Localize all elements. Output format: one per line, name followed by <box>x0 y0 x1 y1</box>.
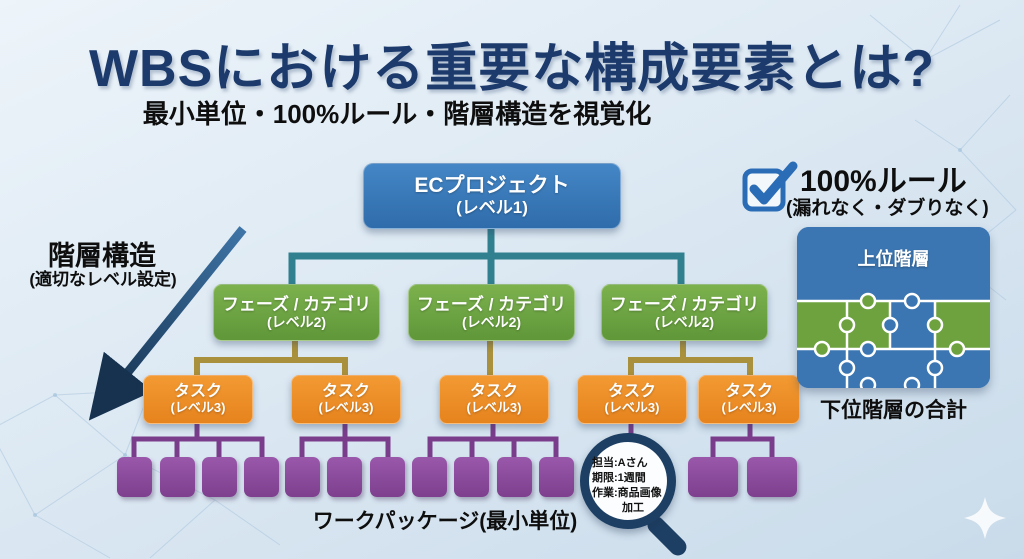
node-title: タスク <box>469 382 518 400</box>
page-subtitle: 最小単位・100%ルール・階層構造を視覚化 <box>142 99 652 129</box>
magnifier-line-deadline: 期限:1週間 <box>592 472 646 484</box>
node-title: ECプロジェクト <box>414 174 570 198</box>
node-project-level1: ECプロジェクト (レベル1) <box>363 163 621 229</box>
node-level: (レベル3) <box>170 400 226 416</box>
node-level: (レベル2) <box>654 314 715 331</box>
hierarchy-subtitle: (適切なレベル設定) <box>29 270 177 289</box>
node-task-3: タスク (レベル3) <box>439 375 549 424</box>
rule-title: 100%ルール <box>800 165 967 198</box>
checkbox-icon <box>742 161 798 212</box>
work-package <box>160 457 195 497</box>
node-title: タスク <box>724 382 773 400</box>
connector-level3-workpackages <box>131 422 775 458</box>
magnifier-line-work: 作業:商品画像 <box>592 487 662 499</box>
page-title: WBSにおける重要な構成要素とは? <box>88 40 936 98</box>
node-title: フェーズ / カテゴリ <box>609 294 760 314</box>
puzzle-card: 上位階層 <box>797 227 990 388</box>
node-title: タスク <box>173 382 222 400</box>
node-task-5: タスク (レベル3) <box>698 375 800 424</box>
node-level: (レベル3) <box>466 400 522 416</box>
work-package <box>202 457 237 497</box>
node-task-4: タスク (レベル3) <box>577 375 687 424</box>
magnifier-line-assignee: 担当:Aさん <box>592 457 648 469</box>
node-level: (レベル1) <box>456 198 528 218</box>
node-phase-1: フェーズ / カテゴリ (レベル2) <box>213 284 380 341</box>
node-title: タスク <box>607 382 656 400</box>
node-level: (レベル3) <box>604 400 660 416</box>
puzzle-lower-caption: 下位階層の合計 <box>820 399 967 422</box>
work-package <box>370 457 405 497</box>
hierarchy-title: 階層構造 <box>48 241 156 271</box>
node-title: フェーズ / カテゴリ <box>221 294 372 314</box>
connector-level1-level2 <box>288 226 685 285</box>
magnifier-line-work2: 加工 <box>622 502 644 514</box>
work-package-label: ワークパッケージ(最小単位) <box>312 510 578 533</box>
node-level: (レベル2) <box>266 314 327 331</box>
work-package <box>454 457 489 497</box>
node-task-2: タスク (レベル3) <box>291 375 401 424</box>
work-package <box>244 457 279 497</box>
work-package <box>412 457 447 497</box>
rule-subtitle: (漏れなく・ダブりなく) <box>786 198 989 219</box>
work-package <box>497 457 532 497</box>
puzzle-upper-label: 上位階層 <box>857 249 930 269</box>
work-package <box>285 457 320 497</box>
node-title: フェーズ / カテゴリ <box>416 294 567 314</box>
node-title: タスク <box>321 382 370 400</box>
node-level: (レベル2) <box>461 314 522 331</box>
node-phase-3: フェーズ / カテゴリ (レベル2) <box>601 284 768 341</box>
work-package <box>327 457 362 497</box>
work-package <box>117 457 152 497</box>
sparkle-icon <box>964 497 1006 539</box>
work-package <box>539 457 574 497</box>
magnifier-details: 担当:Aさん 期限:1週間 作業:商品画像 加工 <box>592 456 670 516</box>
node-phase-2: フェーズ / カテゴリ (レベル2) <box>408 284 575 341</box>
work-package <box>747 457 797 497</box>
puzzle-graphic <box>797 227 990 388</box>
node-task-1: タスク (レベル3) <box>143 375 253 424</box>
connector-level2-level3 <box>194 338 753 376</box>
work-package <box>688 457 738 497</box>
node-level: (レベル3) <box>318 400 374 416</box>
node-level: (レベル3) <box>721 400 777 416</box>
